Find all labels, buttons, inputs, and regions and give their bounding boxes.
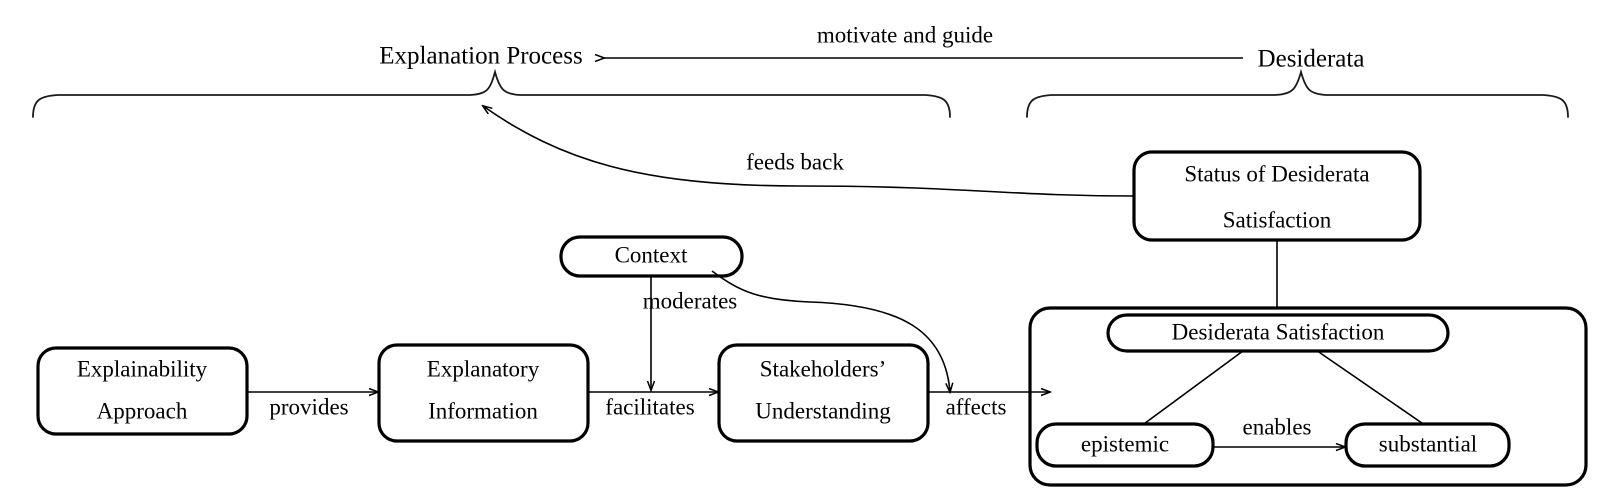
node-stakeholders-understanding[interactable]: Stakeholders’ Understanding bbox=[717, 343, 930, 443]
edge-moderates-curved-arrow bbox=[711, 270, 950, 392]
node-context[interactable]: Context bbox=[559, 235, 744, 278]
node-epistemic[interactable]: epistemic bbox=[1035, 422, 1215, 468]
edge-label-provides: provides bbox=[269, 394, 348, 419]
node-explainability-approach-line1: Explainability bbox=[77, 356, 208, 381]
connector-desiderata-satisfaction-to-substantial bbox=[1312, 347, 1433, 431]
group-desiderata-satisfaction bbox=[1028, 306, 1588, 487]
node-status-of-desiderata-satisfaction-line2: Satisfaction bbox=[1223, 207, 1332, 232]
edge-label-motivate-and-guide: motivate and guide bbox=[817, 22, 993, 47]
edge-feeds-back-arrow bbox=[483, 106, 1134, 197]
node-substantial-label: substantial bbox=[1379, 431, 1477, 456]
node-stakeholders-understanding-line1: Stakeholders’ bbox=[760, 356, 886, 381]
node-status-of-desiderata-satisfaction[interactable]: Status of Desiderata Satisfaction bbox=[1132, 150, 1422, 242]
node-desiderata-satisfaction-label: Desiderata Satisfaction bbox=[1172, 319, 1385, 344]
node-stakeholders-understanding-line2: Understanding bbox=[755, 398, 891, 423]
node-context-label: Context bbox=[615, 242, 688, 267]
node-explanatory-information-line1: Explanatory bbox=[427, 356, 540, 381]
node-status-of-desiderata-satisfaction-line1: Status of Desiderata bbox=[1184, 161, 1369, 186]
edge-label-enables: enables bbox=[1243, 414, 1312, 439]
node-explainability-approach[interactable]: Explainability Approach bbox=[36, 346, 249, 436]
edge-label-moderates: moderates bbox=[643, 288, 738, 313]
node-substantial[interactable]: substantial bbox=[1344, 422, 1511, 468]
node-explanatory-information[interactable]: Explanatory Information bbox=[377, 343, 590, 443]
scope-brace-desiderata bbox=[1026, 68, 1569, 118]
edge-label-affects: affects bbox=[946, 394, 1007, 419]
node-desiderata-satisfaction[interactable]: Desiderata Satisfaction bbox=[1106, 313, 1450, 353]
node-epistemic-label: epistemic bbox=[1081, 431, 1169, 456]
node-explanatory-information-line2: Information bbox=[428, 398, 538, 423]
scope-label-explanation-process: Explanation Process bbox=[379, 43, 582, 70]
edge-label-facilitates: facilitates bbox=[605, 394, 694, 419]
connector-desiderata-satisfaction-to-epistemic bbox=[1128, 347, 1248, 436]
edge-label-feeds-back: feeds back bbox=[746, 149, 844, 174]
scope-label-desiderata: Desiderata bbox=[1258, 46, 1365, 73]
node-explainability-approach-line2: Approach bbox=[97, 398, 188, 423]
scope-brace-explanation-process bbox=[32, 68, 951, 118]
